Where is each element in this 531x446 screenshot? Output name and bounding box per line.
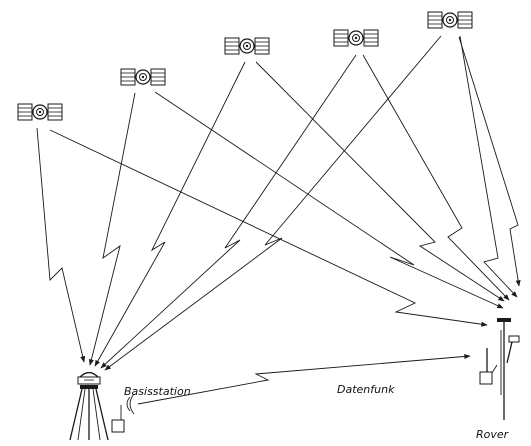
signal-path [100, 54, 357, 369]
signal-path [88, 92, 136, 366]
signal-path [458, 36, 521, 287]
signal-path [459, 35, 518, 298]
signal-path [104, 35, 442, 371]
satellite-icon [17, 103, 63, 121]
signal-path [362, 54, 510, 301]
rover-icon [479, 318, 520, 420]
signal-path [255, 61, 505, 302]
satellite-icon [333, 29, 379, 47]
base-station-icon [69, 371, 135, 441]
rover-label: Rover [476, 428, 510, 441]
satellite-icon [224, 37, 270, 55]
satellite-icon [120, 68, 166, 86]
satellite-icon [427, 11, 473, 29]
base-station-label: Basisstation [124, 385, 191, 398]
radio-link-label: Datenfunk [337, 383, 395, 396]
signal-path [49, 129, 488, 327]
radio-link [137, 353, 471, 405]
signal-path [154, 91, 504, 309]
signal-path [36, 127, 86, 363]
signal-path [94, 61, 246, 367]
